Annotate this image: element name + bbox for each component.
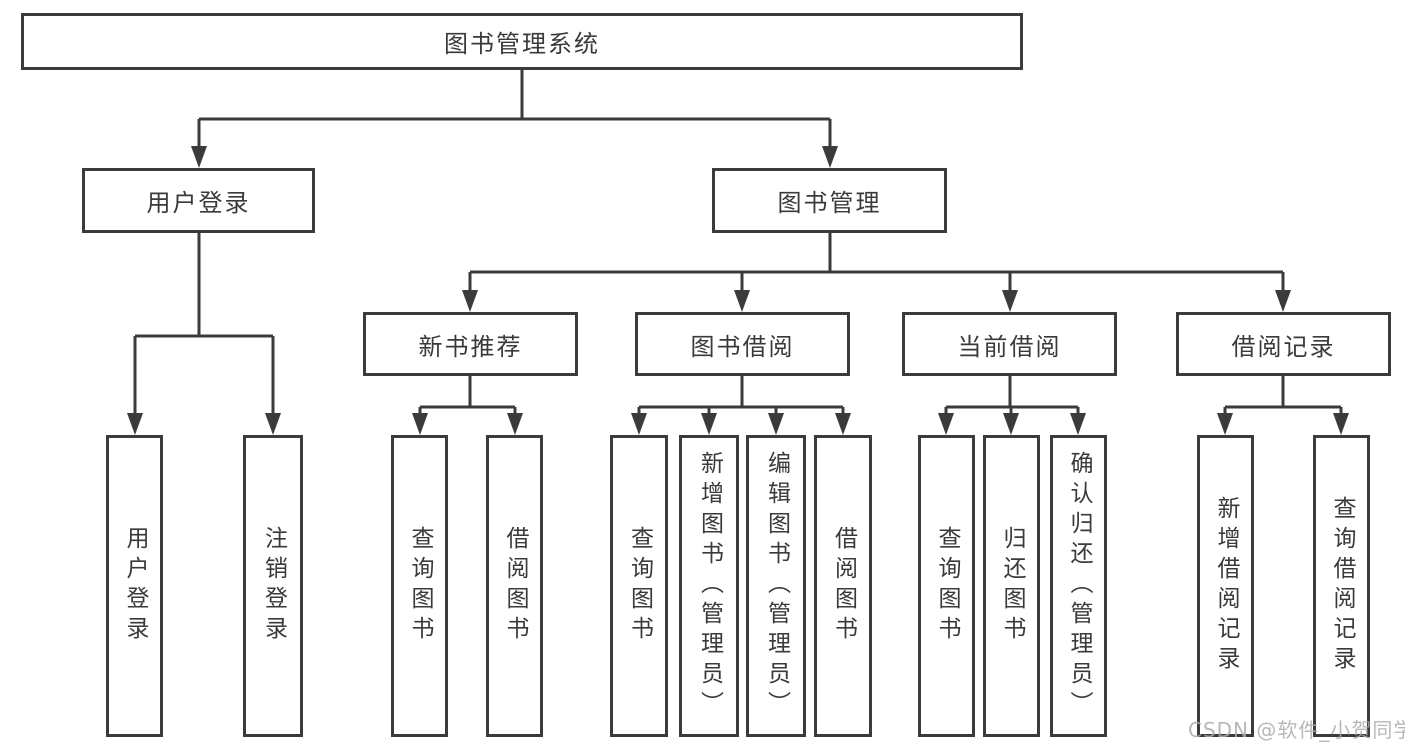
node-label: 借阅记录: [1231, 332, 1336, 361]
node-label: 查询图书: [626, 526, 653, 646]
node-leaf-query-books-borrowing: 查询图书: [610, 435, 668, 737]
node-label: 图书管理: [777, 189, 882, 217]
node-label: 借阅图书: [502, 526, 528, 646]
node-leaf-add-borrow-record: 新增借阅记录: [1197, 435, 1254, 737]
node-leaf-borrow-books-recommend: 借阅图书: [486, 435, 543, 737]
node-label: 归还图书: [999, 526, 1025, 646]
node-label: 确认归还（管理员）: [1066, 451, 1092, 721]
node-label: 注销登录: [260, 526, 287, 646]
node-book-borrowing: 图书借阅: [635, 312, 850, 376]
node-leaf-borrow-books-borrowing: 借阅图书: [814, 435, 872, 737]
node-leaf-edit-books-admin: 编辑图书（管理员）: [746, 435, 806, 737]
node-leaf-query-books-current: 查询图书: [918, 435, 975, 737]
node-label: 当前借阅: [957, 332, 1062, 361]
node-label: 查询借阅记录: [1329, 496, 1355, 676]
node-borrowing-records: 借阅记录: [1176, 312, 1391, 376]
arrowheads: [127, 146, 1349, 435]
node-new-book-recommendation: 新书推荐: [363, 312, 578, 376]
node-label: 图书借阅: [690, 332, 795, 361]
node-current-borrowing: 当前借阅: [902, 312, 1117, 376]
node-leaf-return-books: 归还图书: [983, 435, 1040, 737]
watermark: CSDN @软件_小贺同学: [1188, 718, 1405, 742]
node-label: 用户登录: [146, 189, 251, 217]
node-leaf-logout: 注销登录: [243, 435, 303, 737]
node-leaf-confirm-return-admin: 确认归还（管理员）: [1050, 435, 1107, 737]
node-label: 新增图书（管理员）: [696, 451, 723, 721]
node-label: 用户登录: [122, 526, 148, 646]
node-leaf-user-login: 用户登录: [106, 435, 163, 737]
node-label: 新书推荐: [418, 332, 523, 361]
node-label: 借阅图书: [830, 526, 857, 646]
node-book-management: 图书管理: [712, 168, 947, 233]
node-label: 图书管理系统: [444, 30, 600, 58]
node-label: 新增借阅记录: [1213, 496, 1239, 676]
node-user-login: 用户登录: [82, 168, 315, 233]
node-label: 编辑图书（管理员）: [763, 451, 790, 721]
node-leaf-query-books-recommend: 查询图书: [391, 435, 448, 737]
node-leaf-query-borrow-record: 查询借阅记录: [1313, 435, 1370, 737]
node-label: 查询图书: [407, 526, 433, 646]
node-label: 查询图书: [934, 526, 960, 646]
node-root-system: 图书管理系统: [21, 13, 1023, 70]
node-leaf-add-books-admin: 新增图书（管理员）: [679, 435, 739, 737]
